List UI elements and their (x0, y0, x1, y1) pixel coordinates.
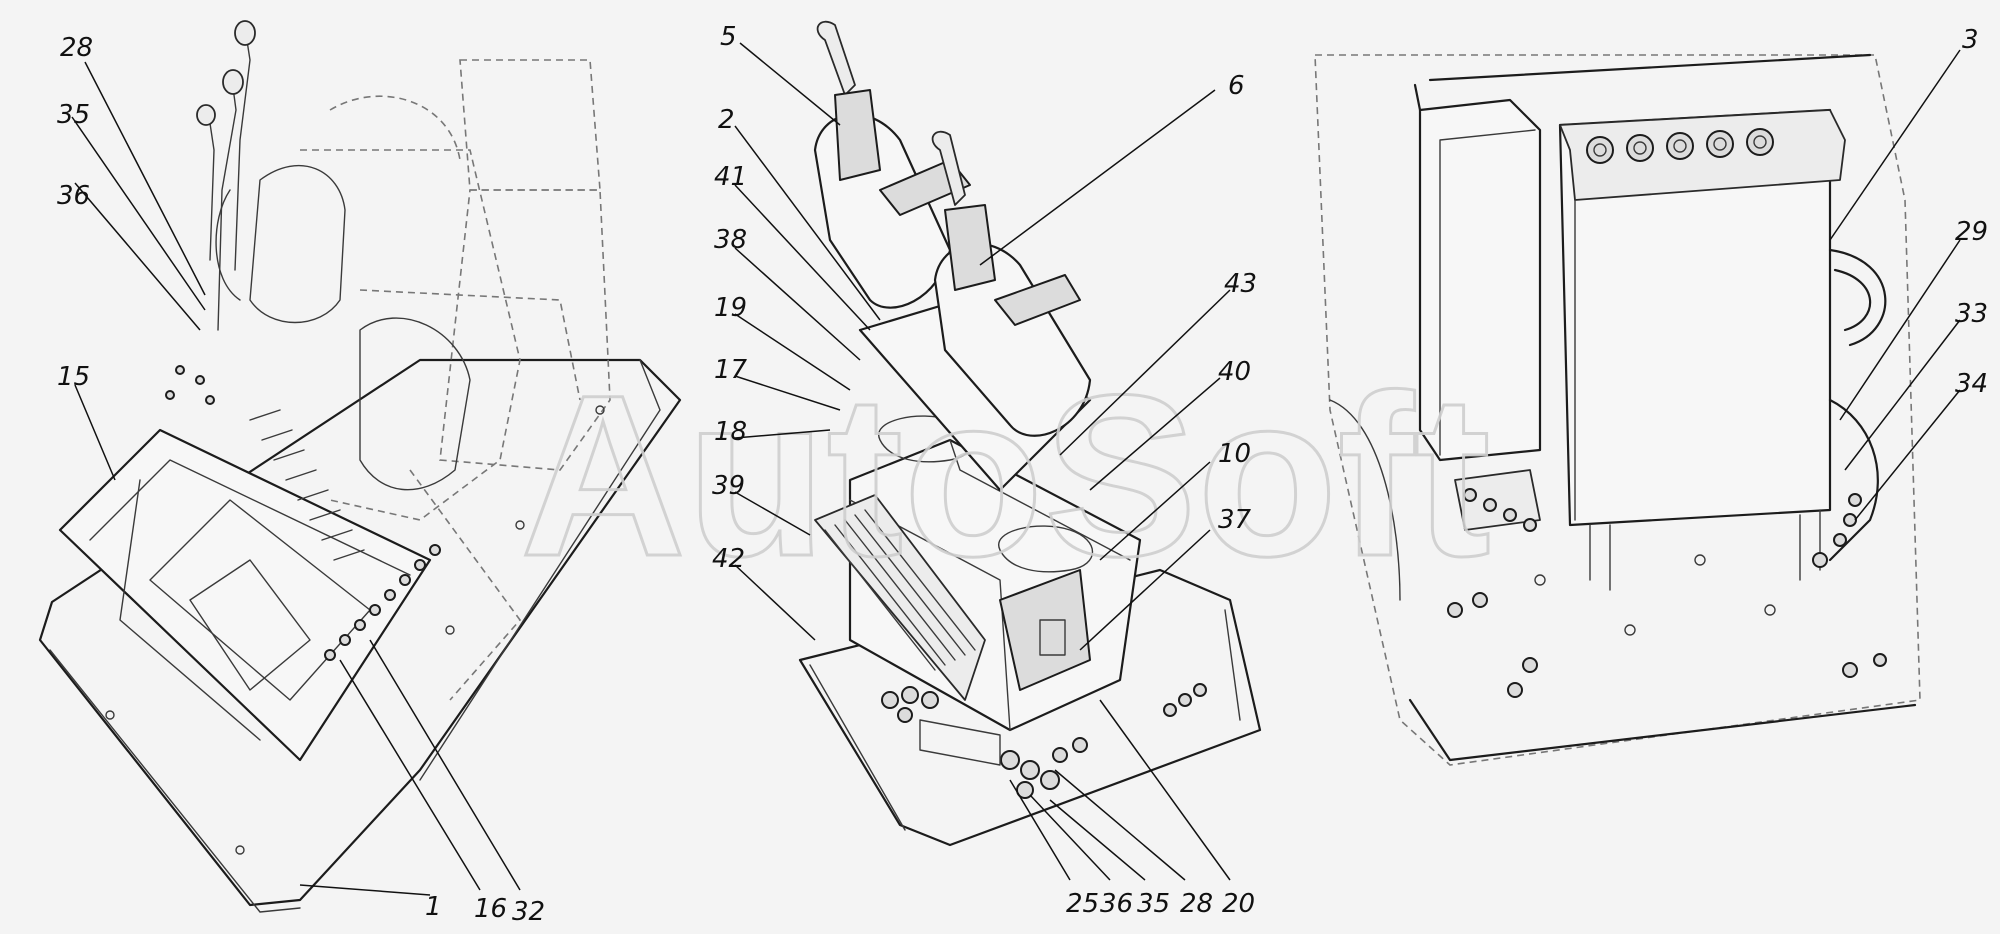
callout-20: 20 (1222, 889, 1255, 919)
watermark-text: AutoSoft (520, 347, 1491, 604)
callout-39: 39 (712, 471, 745, 501)
callout-1: 1 (425, 892, 442, 922)
right-view-assembly (1314, 53, 1921, 766)
center-view-assembly (798, 20, 1262, 847)
callout-2: 2 (718, 105, 735, 135)
callout-37: 37 (1218, 505, 1252, 535)
center-fastener-cluster (881, 683, 1207, 799)
callout-28-left: 28 (60, 33, 93, 63)
callout-41: 41 (714, 162, 747, 192)
callout-36-left: 36 (57, 181, 90, 211)
left-joysticks (196, 20, 256, 331)
callout-16: 16 (474, 894, 507, 924)
callout-3: 3 (1962, 25, 1979, 55)
callout-labels: 28 35 36 15 1 16 32 5 2 41 38 19 17 18 3… (57, 22, 1988, 927)
callout-5: 5 (720, 22, 737, 52)
callout-15: 15 (57, 362, 90, 392)
left-floor-tray (58, 428, 432, 762)
center-joysticks (816, 20, 996, 291)
callout-28-center: 28 (1180, 889, 1213, 919)
right-round-connectors (1586, 128, 1774, 164)
callout-29: 29 (1955, 217, 1988, 247)
callout-17: 17 (714, 355, 748, 385)
callout-38: 38 (714, 225, 747, 255)
callout-33: 33 (1955, 299, 1988, 329)
callout-42: 42 (712, 544, 745, 574)
callout-34: 34 (1955, 369, 1988, 399)
callout-40: 40 (1218, 357, 1251, 387)
center-vent-grille (814, 494, 986, 701)
callout-36-center: 36 (1100, 889, 1133, 919)
left-ghost-seat-frame (300, 59, 611, 701)
callout-43: 43 (1224, 269, 1257, 299)
callout-35-center: 35 (1137, 889, 1170, 919)
right-tall-box (1418, 98, 1542, 462)
center-base-plate (798, 568, 1262, 847)
callout-10: 10 (1218, 439, 1251, 469)
right-fasteners (1447, 488, 1887, 698)
callout-32: 32 (512, 897, 545, 927)
callout-6: 6 (1228, 71, 1245, 101)
callout-19: 19 (714, 293, 747, 323)
left-bolt-row (165, 365, 441, 661)
right-hoses (1828, 248, 1887, 562)
left-ribbed-panel (249, 409, 365, 561)
center-seat-platform (858, 298, 1092, 492)
left-view-assembly (38, 20, 682, 913)
callout-18: 18 (714, 417, 747, 447)
callout-35-left: 35 (57, 100, 90, 130)
callout-25: 25 (1066, 889, 1099, 919)
leader-lines (71, 42, 1961, 896)
left-seat-front (249, 164, 346, 324)
center-seat-left (813, 113, 952, 309)
